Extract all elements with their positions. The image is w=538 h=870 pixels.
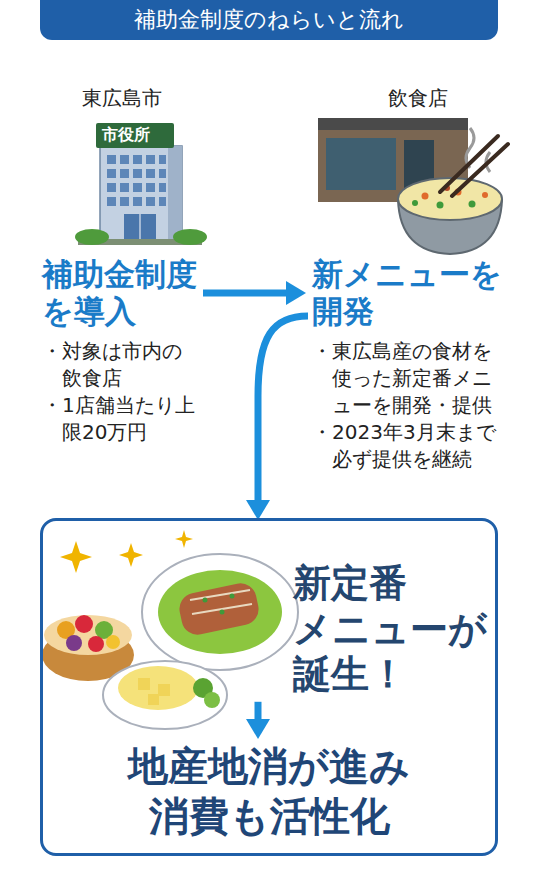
bullet-text: ・東広島産の食材を使った新定番メニューを開発・提供 — [312, 338, 502, 419]
bullet-text: ・1店舗当たり上限20万円 — [42, 392, 197, 446]
text-line: 誕生！ — [293, 652, 487, 698]
text-line: ューを開発・提供 — [312, 392, 502, 419]
arrow-line — [258, 316, 308, 504]
text-line: ・東広島産の食材を — [312, 338, 502, 365]
restaurant-illustration — [318, 118, 508, 254]
flow-arrow — [246, 702, 270, 739]
text-line: ・1店舗当たり上 — [42, 392, 197, 419]
flow-arrow — [246, 316, 308, 520]
arrow-head — [246, 719, 270, 739]
title-bar: 補助金制度のねらいと流れ — [40, 0, 498, 40]
text-line: 新定番 — [293, 561, 487, 607]
text-line: 限20万円 — [42, 419, 197, 446]
outcome-text: 地産地消が進み消費も活性化 — [43, 741, 495, 841]
label: 東広島市 — [82, 86, 162, 110]
text-line: ・対象は市内の — [42, 338, 197, 365]
text-line: メニューが — [293, 607, 487, 653]
step-node: 補助金制度を導入・対象は市内の飲食店・1店舗当たり上限20万円 — [42, 256, 197, 446]
text-line: 開発 — [312, 293, 502, 330]
bullet-text: ・2023年3月末まで必ず提供を継続 — [312, 419, 502, 473]
food-illustration — [42, 530, 298, 729]
text-line: 消費も活性化 — [43, 791, 495, 841]
text-line: 必ず提供を継続 — [312, 446, 502, 473]
text-line: を導入 — [42, 293, 197, 330]
step-heading: 新メニューを開発 — [312, 256, 502, 330]
text-line: ・2023年3月末まで — [312, 419, 502, 446]
city-hall-illustration — [75, 123, 207, 245]
arrow-line — [203, 290, 290, 297]
text-line: 補助金制度 — [42, 256, 197, 293]
text-line: 使った新定番メニ — [312, 365, 502, 392]
label: 飲食店 — [388, 86, 448, 110]
arrow-head — [286, 281, 306, 305]
arrow-head — [246, 500, 270, 520]
outcome-text: 新定番メニューが誕生！ — [293, 561, 487, 698]
outcome-node: 地産地消が進み消費も活性化 — [43, 741, 495, 841]
text-line: 飲食店 — [42, 365, 197, 392]
outcome-node: 新定番メニューが誕生！ — [243, 561, 487, 698]
result-box: 新定番メニューが誕生！ 地産地消が進み消費も活性化 — [40, 518, 498, 856]
flow-arrow — [203, 281, 306, 305]
step-node: 新メニューを開発・東広島産の食材を使った新定番メニューを開発・提供・2023年3… — [312, 256, 502, 473]
text-line: 地産地消が進み — [43, 741, 495, 791]
step-heading: 補助金制度を導入 — [42, 256, 197, 330]
text-line: 新メニューを — [312, 256, 502, 293]
bullet-text: ・対象は市内の飲食店 — [42, 338, 197, 392]
label: 市役所 — [102, 125, 150, 144]
